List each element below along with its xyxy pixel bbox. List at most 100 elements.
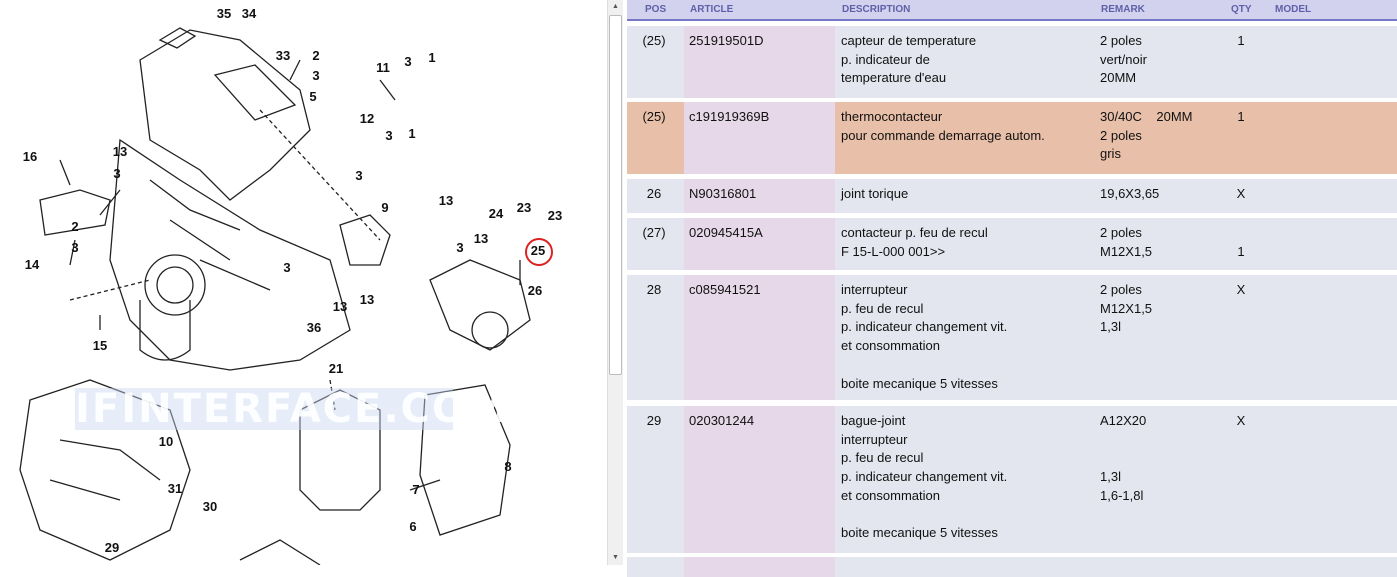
table-row[interactable] bbox=[627, 557, 1397, 577]
callout-6[interactable]: 6 bbox=[409, 519, 417, 534]
callout-7[interactable]: 7 bbox=[412, 482, 420, 497]
callout-13[interactable]: 13 bbox=[112, 144, 128, 159]
cell-remark: A12X20 1,3l 1,6-1,8l bbox=[1100, 413, 1147, 503]
cell-article[interactable]: c191919369B bbox=[689, 109, 770, 124]
cell-description: interrupteur p. feu de recul p. indicate… bbox=[841, 282, 1008, 391]
callout-8[interactable]: 8 bbox=[504, 459, 512, 474]
callout-9[interactable]: 9 bbox=[381, 200, 389, 215]
header-article: ARTICLE bbox=[690, 4, 734, 15]
cell-article[interactable]: 020301244 bbox=[689, 413, 755, 428]
header-qty: QTY bbox=[1231, 4, 1252, 15]
callout-3[interactable]: 3 bbox=[355, 168, 363, 183]
callout-26[interactable]: 26 bbox=[527, 283, 543, 298]
cell-qty: X bbox=[1236, 282, 1246, 297]
scrollbar-thumb[interactable] bbox=[609, 15, 622, 375]
cell-article[interactable]: c085941521 bbox=[689, 282, 761, 297]
header-model: MODEL bbox=[1275, 4, 1312, 15]
callout-35[interactable]: 35 bbox=[216, 6, 232, 21]
callout-13[interactable]: 13 bbox=[359, 292, 375, 307]
callout-21[interactable]: 21 bbox=[328, 361, 344, 376]
article-column-bg bbox=[684, 557, 835, 577]
article-column-bg bbox=[684, 406, 835, 553]
article-column-bg bbox=[684, 179, 835, 213]
callout-3[interactable]: 3 bbox=[456, 240, 464, 255]
callout-34[interactable]: 34 bbox=[241, 6, 257, 21]
header-pos: POS bbox=[645, 4, 667, 15]
table-header: POS ARTICLE DESCRIPTION REMARK QTY MODEL bbox=[627, 0, 1397, 21]
parts-table: POS ARTICLE DESCRIPTION REMARK QTY MODEL… bbox=[627, 0, 1397, 577]
callout-13[interactable]: 13 bbox=[473, 231, 489, 246]
cell-description: thermocontacteur pour commande demarrage… bbox=[841, 109, 1045, 143]
callout-14[interactable]: 14 bbox=[24, 257, 40, 272]
callout-23[interactable]: 23 bbox=[516, 200, 532, 215]
cell-remark: 30/40C 20MM 2 poles gris bbox=[1100, 109, 1193, 162]
table-row[interactable]: 26 N90316801 joint torique 19,6X3,65 X bbox=[627, 179, 1397, 213]
callout-1[interactable]: 1 bbox=[408, 126, 416, 141]
header-remark: REMARK bbox=[1101, 4, 1145, 15]
callout-3[interactable]: 3 bbox=[71, 240, 79, 255]
callout-3[interactable]: 3 bbox=[404, 54, 412, 69]
callout-3[interactable]: 3 bbox=[312, 68, 320, 83]
cell-qty: 1 bbox=[1237, 109, 1245, 124]
cell-description: contacteur p. feu de recul F 15-L-000 00… bbox=[841, 225, 988, 259]
callout-12[interactable]: 12 bbox=[359, 111, 375, 126]
article-column-bg bbox=[684, 102, 835, 174]
cell-pos: (27) bbox=[642, 225, 666, 240]
callout-3[interactable]: 3 bbox=[283, 260, 291, 275]
callout-33[interactable]: 33 bbox=[275, 48, 291, 63]
callout-3[interactable]: 3 bbox=[385, 128, 393, 143]
callout-23[interactable]: 23 bbox=[547, 208, 563, 223]
cell-article[interactable]: 251919501D bbox=[689, 33, 764, 48]
watermark: IFINTERFACE.COM bbox=[75, 386, 510, 432]
callout-2[interactable]: 2 bbox=[312, 48, 320, 63]
callout-30[interactable]: 30 bbox=[202, 499, 218, 514]
callout-29[interactable]: 29 bbox=[104, 540, 120, 555]
table-row[interactable]: (25) c191919369B thermocontacteur pour com… bbox=[627, 102, 1397, 174]
cell-qty: X bbox=[1236, 186, 1246, 201]
article-column-bg bbox=[684, 26, 835, 98]
highlight-circle-25 bbox=[525, 238, 553, 266]
article-column-bg bbox=[684, 275, 835, 400]
cell-pos: (25) bbox=[642, 33, 666, 48]
callout-16[interactable]: 16 bbox=[22, 149, 38, 164]
callout-2[interactable]: 2 bbox=[71, 219, 79, 234]
callout-24[interactable]: 24 bbox=[488, 206, 504, 221]
callout-1[interactable]: 1 bbox=[428, 50, 436, 65]
cell-qty: 1 bbox=[1237, 243, 1245, 259]
cell-remark: 2 poles M12X1,5 bbox=[1100, 225, 1153, 259]
table-row[interactable]: (25) 251919501D capteur de temperature p. … bbox=[627, 26, 1397, 98]
scroll-up-arrow-icon[interactable]: ▲ bbox=[612, 3, 619, 10]
cell-article[interactable]: 020945415A bbox=[689, 225, 763, 240]
cell-pos: (25) bbox=[642, 109, 666, 124]
callout-25[interactable]: 25 bbox=[530, 243, 546, 258]
vertical-scrollbar[interactable]: ▲ ▼ bbox=[607, 0, 623, 565]
callout-15[interactable]: 15 bbox=[92, 338, 108, 353]
cell-article[interactable]: N90316801 bbox=[689, 186, 757, 201]
cell-pos: 28 bbox=[646, 282, 662, 297]
cell-description: capteur de temperature p. indicateur de … bbox=[841, 33, 977, 86]
callout-13[interactable]: 13 bbox=[438, 193, 454, 208]
cell-pos: 26 bbox=[646, 186, 662, 201]
callout-31[interactable]: 31 bbox=[167, 481, 183, 496]
table-row[interactable]: (27) 020945415A contacteur p. feu de recul… bbox=[627, 218, 1397, 270]
cell-description: joint torique bbox=[841, 186, 909, 201]
scroll-down-arrow-icon[interactable]: ▼ bbox=[612, 554, 619, 561]
article-column-bg bbox=[684, 218, 835, 270]
callout-36[interactable]: 36 bbox=[306, 320, 322, 335]
cell-remark: 2 poles M12X1,5 1,3l bbox=[1100, 282, 1153, 335]
callout-5[interactable]: 5 bbox=[309, 89, 317, 104]
header-description: DESCRIPTION bbox=[842, 4, 911, 15]
table-row[interactable]: 29 020301244 bague-joint interrupteur p. f… bbox=[627, 406, 1397, 553]
cell-pos: 29 bbox=[646, 413, 662, 428]
cell-qty: X bbox=[1236, 413, 1246, 428]
callout-10[interactable]: 10 bbox=[158, 434, 174, 449]
callout-3[interactable]: 3 bbox=[113, 166, 121, 181]
table-row[interactable]: 28 c085941521 interrupteur p. feu de recul… bbox=[627, 275, 1397, 400]
cell-description: bague-joint interrupteur p. feu de recul… bbox=[841, 413, 1008, 541]
callout-11[interactable]: 11 bbox=[376, 60, 390, 75]
cell-qty: 1 bbox=[1237, 33, 1245, 48]
engine-exploded-drawing bbox=[19, 27, 531, 565]
cell-remark: 19,6X3,65 bbox=[1100, 186, 1160, 201]
callout-13[interactable]: 13 bbox=[332, 299, 348, 314]
